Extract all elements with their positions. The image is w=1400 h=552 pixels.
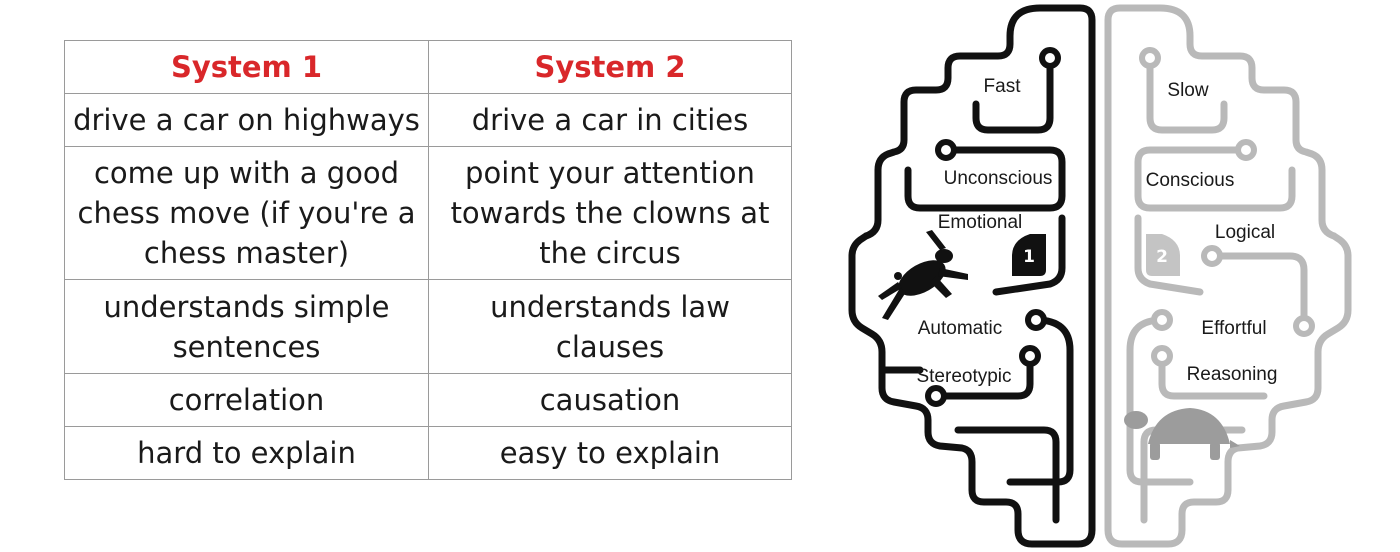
label-reasoning: Reasoning	[1187, 364, 1278, 385]
table-row: come up with a good chess move (if you'r…	[64, 146, 792, 280]
left-hemisphere: 1 Fast Unconscious Emotional Automatic S…	[848, 4, 1096, 548]
label-slow: Slow	[1167, 80, 1208, 101]
label-logical: Logical	[1215, 222, 1275, 243]
table-row: correlation causation	[64, 373, 792, 427]
table-cell: easy to explain	[428, 426, 792, 480]
table-cell: come up with a good chess move (if you'r…	[64, 146, 429, 280]
table-cell: causation	[428, 373, 792, 427]
label-effortful: Effortful	[1201, 318, 1266, 339]
right-hemisphere: 2 Slow Conscious Logical Effortful Reaso…	[1104, 4, 1352, 548]
table-cell: drive a car in cities	[428, 93, 792, 147]
table-row: drive a car on highways drive a car in c…	[64, 93, 792, 147]
system-comparison-table: System 1 System 2 drive a car on highway…	[64, 40, 792, 480]
table-row: hard to explain easy to explain	[64, 426, 792, 480]
rabbit-icon	[878, 230, 968, 320]
header-system-1: System 1	[64, 40, 429, 94]
turtle-icon	[1124, 408, 1240, 460]
label-automatic: Automatic	[918, 318, 1002, 339]
label-fast: Fast	[984, 76, 1022, 97]
system-1-badge-label: 1	[1023, 247, 1035, 267]
table-cell: correlation	[64, 373, 429, 427]
table-cell: understands simple sentences	[64, 279, 429, 374]
table-cell: point your attention towards the clowns …	[428, 146, 792, 280]
brain-circuit-diagram: 1 Fast Unconscious Emotional Automatic S…	[848, 4, 1352, 548]
table-cell: drive a car on highways	[64, 93, 429, 147]
label-conscious: Conscious	[1146, 170, 1235, 191]
label-unconscious: Unconscious	[944, 168, 1053, 189]
system-2-badge	[1146, 234, 1180, 276]
label-emotional: Emotional	[938, 212, 1023, 233]
table-row: understands simple sentences understands…	[64, 279, 792, 374]
table-cell: hard to explain	[64, 426, 429, 480]
system-2-badge-label: 2	[1156, 247, 1168, 267]
header-system-2: System 2	[428, 40, 792, 94]
label-stereotypic: Stereotypic	[916, 366, 1011, 387]
system-1-badge	[1012, 234, 1046, 276]
table-cell: understands law clauses	[428, 279, 792, 374]
table-header-row: System 1 System 2	[64, 40, 792, 94]
